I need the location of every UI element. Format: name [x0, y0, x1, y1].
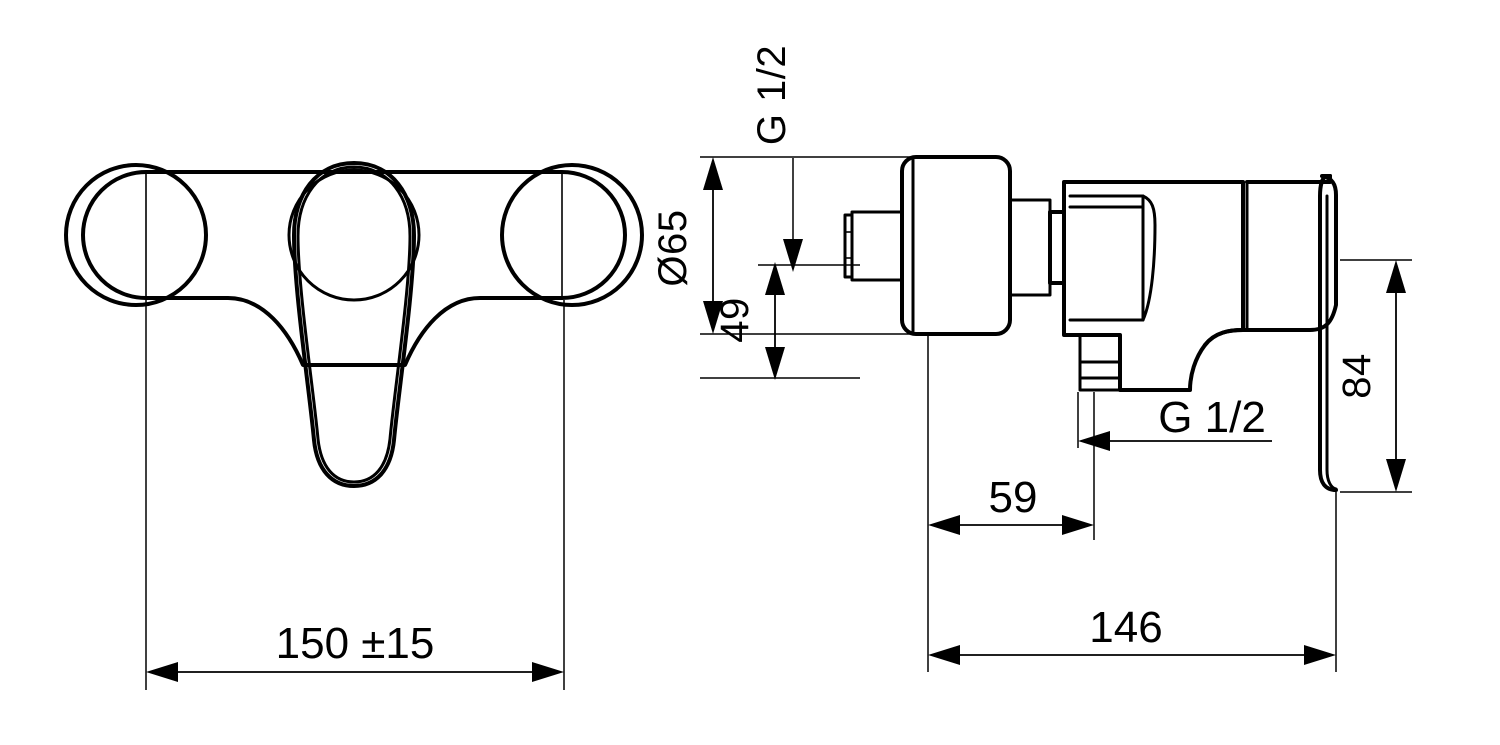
lever-profile-body	[1318, 174, 1338, 492]
dim-d65-arrow-bottom	[703, 301, 723, 334]
lever-handle-inner-line	[352, 165, 412, 484]
front-view-group: 150 ±15	[64, 161, 644, 690]
handle-base-top	[1245, 174, 1332, 184]
dim-150-arrow-right	[532, 662, 564, 682]
cartridge-cap-circle	[287, 168, 421, 302]
dim-84-arrow-bottom	[1386, 459, 1406, 492]
inlet-nipple-thread-end	[843, 213, 854, 279]
lever-handle-outline	[292, 161, 416, 488]
left-escutcheon-outer-circle	[64, 163, 208, 307]
lever-profile-inner	[1325, 194, 1338, 491]
dim-146-arrow-left	[928, 645, 960, 665]
wall-flange-body	[900, 155, 1012, 336]
side-view-group: Ø65 49 G 1/2 G 1/2 84 59	[651, 45, 1412, 672]
dim-49-label: 49	[713, 297, 757, 343]
inlet-nipple-body	[850, 210, 904, 282]
mixer-body-inner-step	[1068, 194, 1145, 322]
mixer-body-right-curve	[1141, 194, 1157, 322]
callout-inlet-arrow	[783, 239, 803, 272]
dim-84-label: 84	[1335, 353, 1379, 399]
callout-outlet-label: G 1/2	[1158, 393, 1266, 442]
callout-inlet-label: G 1/2	[750, 45, 794, 145]
dim-d65-arrow-top	[703, 157, 723, 190]
dim-59-arrow-left	[928, 515, 960, 535]
dim-d65-label: Ø65	[651, 209, 695, 286]
connector-collar	[1008, 198, 1052, 297]
dim-150-label: 150 ±15	[276, 619, 435, 668]
dim-49-arrow-bottom	[765, 347, 785, 380]
lever-profile-top	[1203, 174, 1338, 347]
lever-handle-inner-line-left	[296, 165, 356, 484]
dim-49-arrow-top	[765, 262, 785, 295]
right-escutcheon-outer-circle	[500, 163, 644, 307]
dim-150-arrow-left	[146, 662, 178, 682]
dim-146-arrow-right	[1304, 645, 1336, 665]
dim-146-label: 146	[1089, 603, 1162, 652]
dim-59-label: 59	[989, 473, 1038, 522]
outlet-spigot-body	[1078, 333, 1122, 392]
connector-gasket	[1048, 210, 1066, 285]
dim-59-arrow-right	[1062, 515, 1094, 535]
faucet-body-outline	[81, 170, 627, 367]
dim-84-arrow-top	[1386, 260, 1406, 293]
